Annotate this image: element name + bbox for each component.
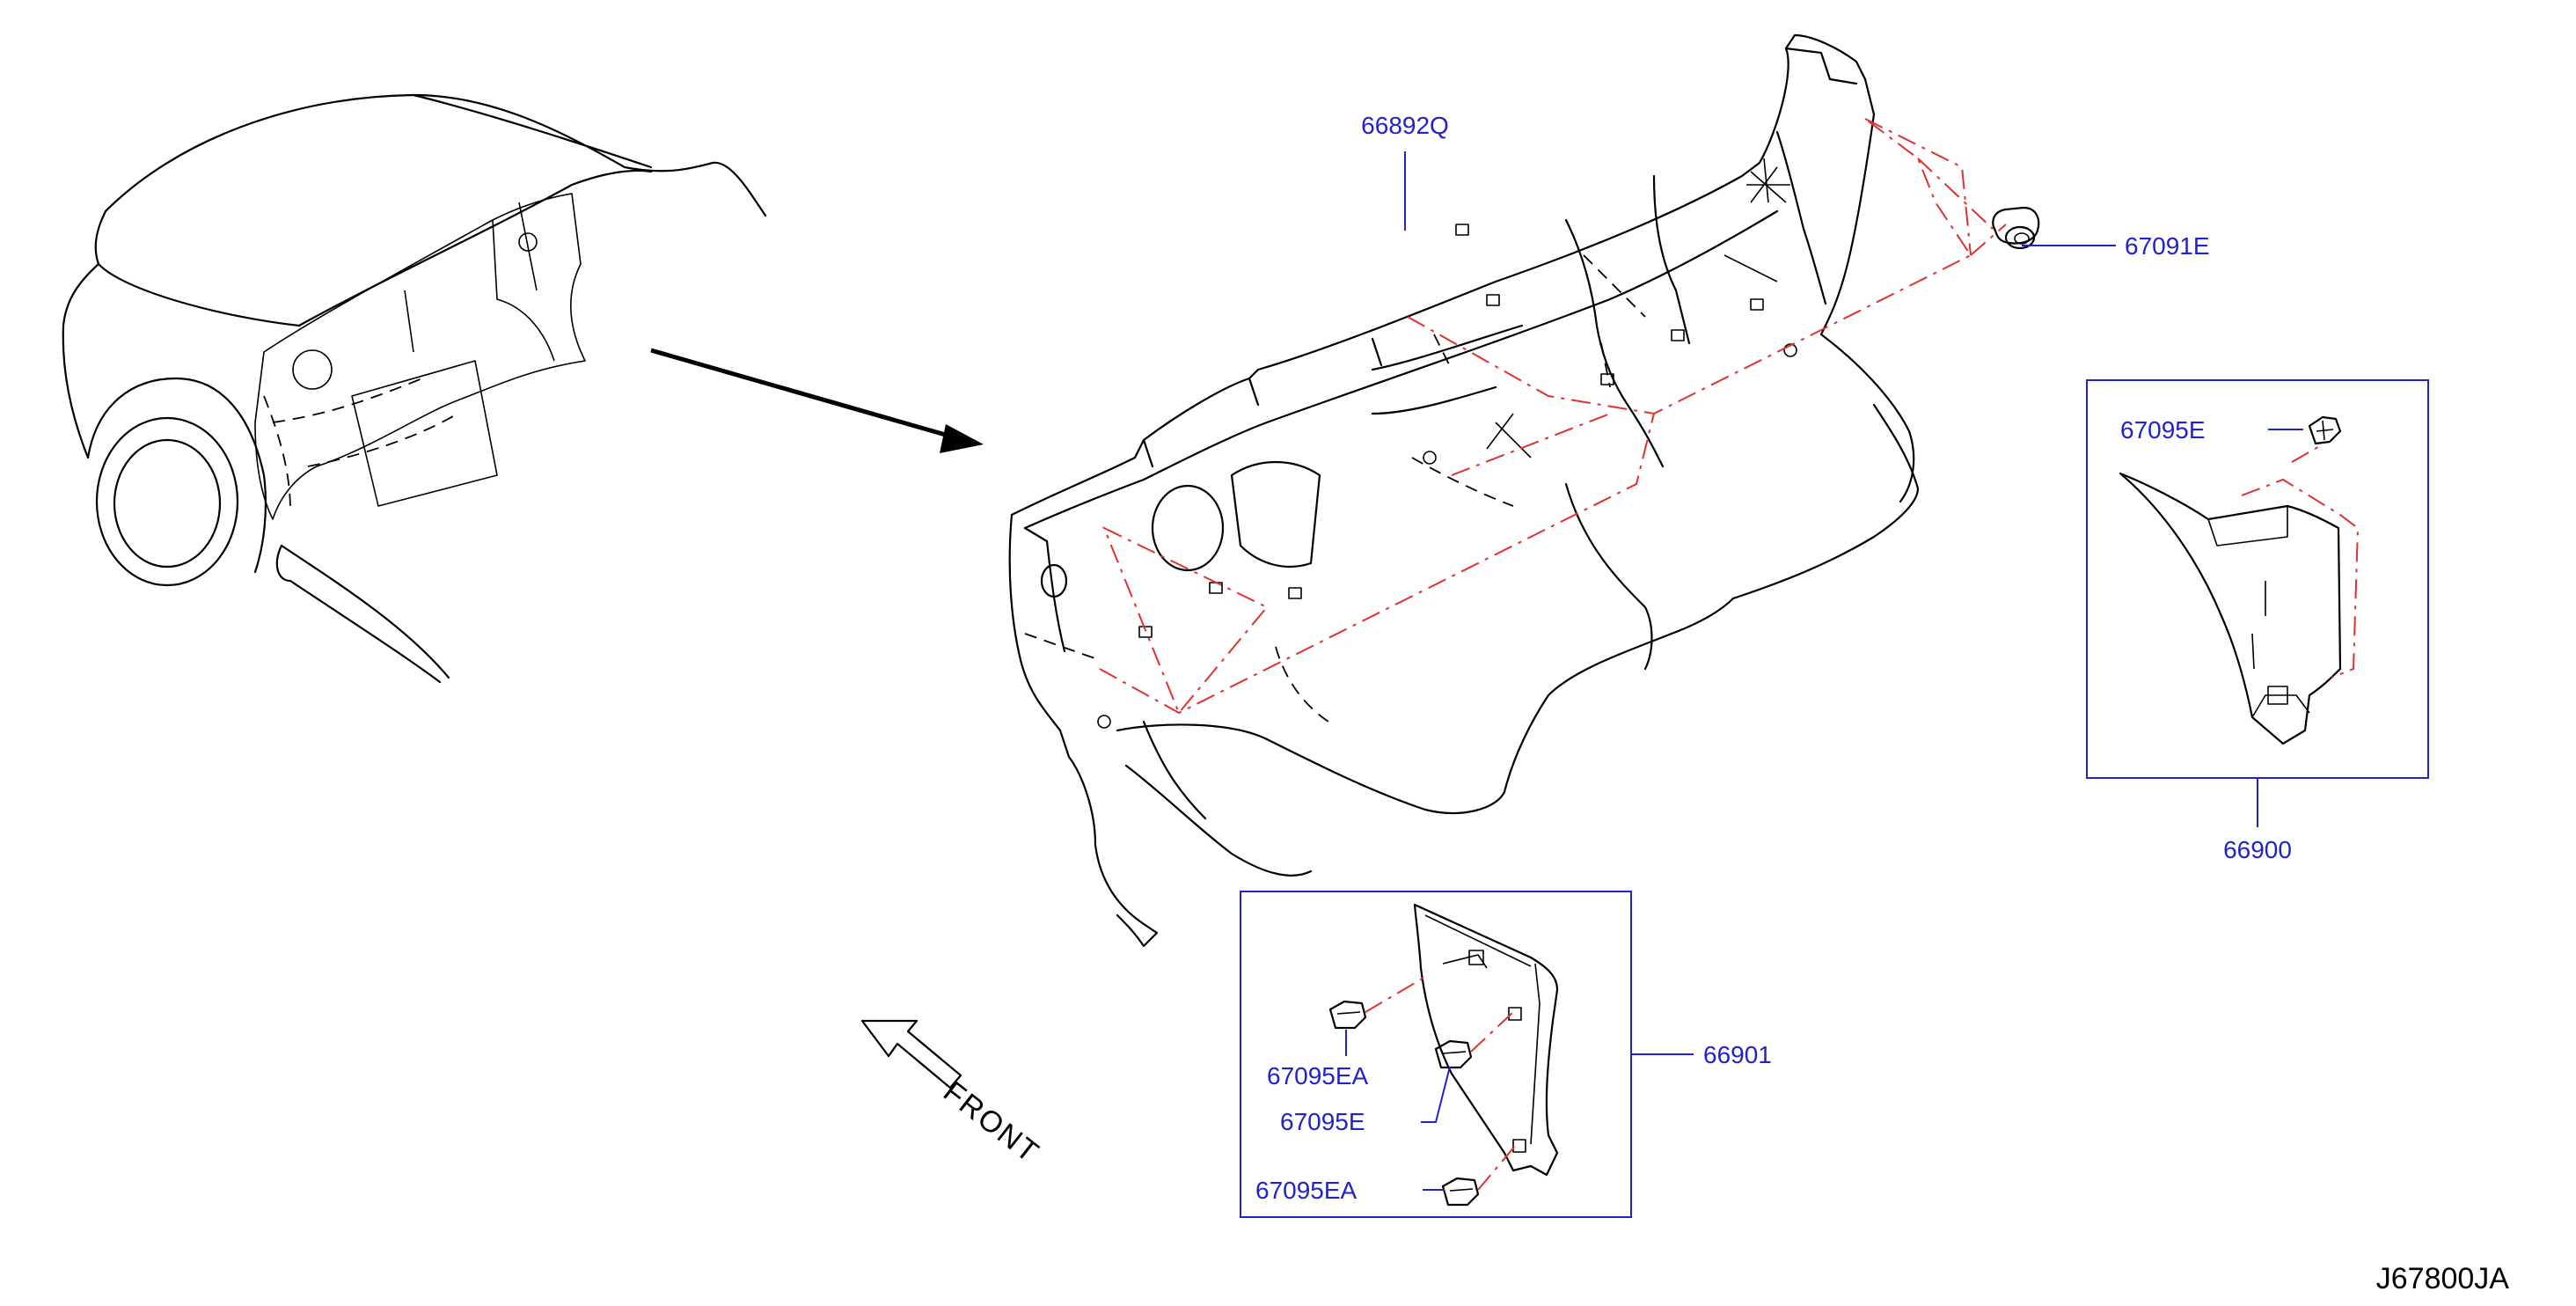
drawing-code: J67800JA	[2376, 1262, 2510, 1295]
label-66900: 66900	[2223, 836, 2292, 863]
view-arrow	[650, 348, 984, 453]
callouts: 66892Q 67091E	[1361, 112, 2209, 260]
grommet-drawing	[1992, 206, 2040, 250]
label-67091e: 67091E	[2125, 232, 2210, 260]
vehicle-overview	[62, 93, 767, 684]
label-66901: 66901	[1703, 1041, 1772, 1068]
front-label: FRONT	[937, 1075, 1046, 1170]
label-67095ea-upper: 67095EA	[1267, 1062, 1369, 1090]
label-67095ea-lower: 67095EA	[1255, 1177, 1358, 1204]
label-67095e-middle: 67095E	[1280, 1108, 1365, 1135]
label-66892q: 66892Q	[1361, 112, 1449, 139]
label-67095e-right: 67095E	[2120, 416, 2206, 444]
left-panel-box: 66901 67095EA 67095E 67095EA	[1240, 891, 1772, 1218]
front-indicator: FRONT	[860, 1019, 1046, 1170]
right-panel-box: 66900 67095E	[2086, 379, 2429, 863]
dash-insulator-drawing	[1008, 33, 2007, 948]
